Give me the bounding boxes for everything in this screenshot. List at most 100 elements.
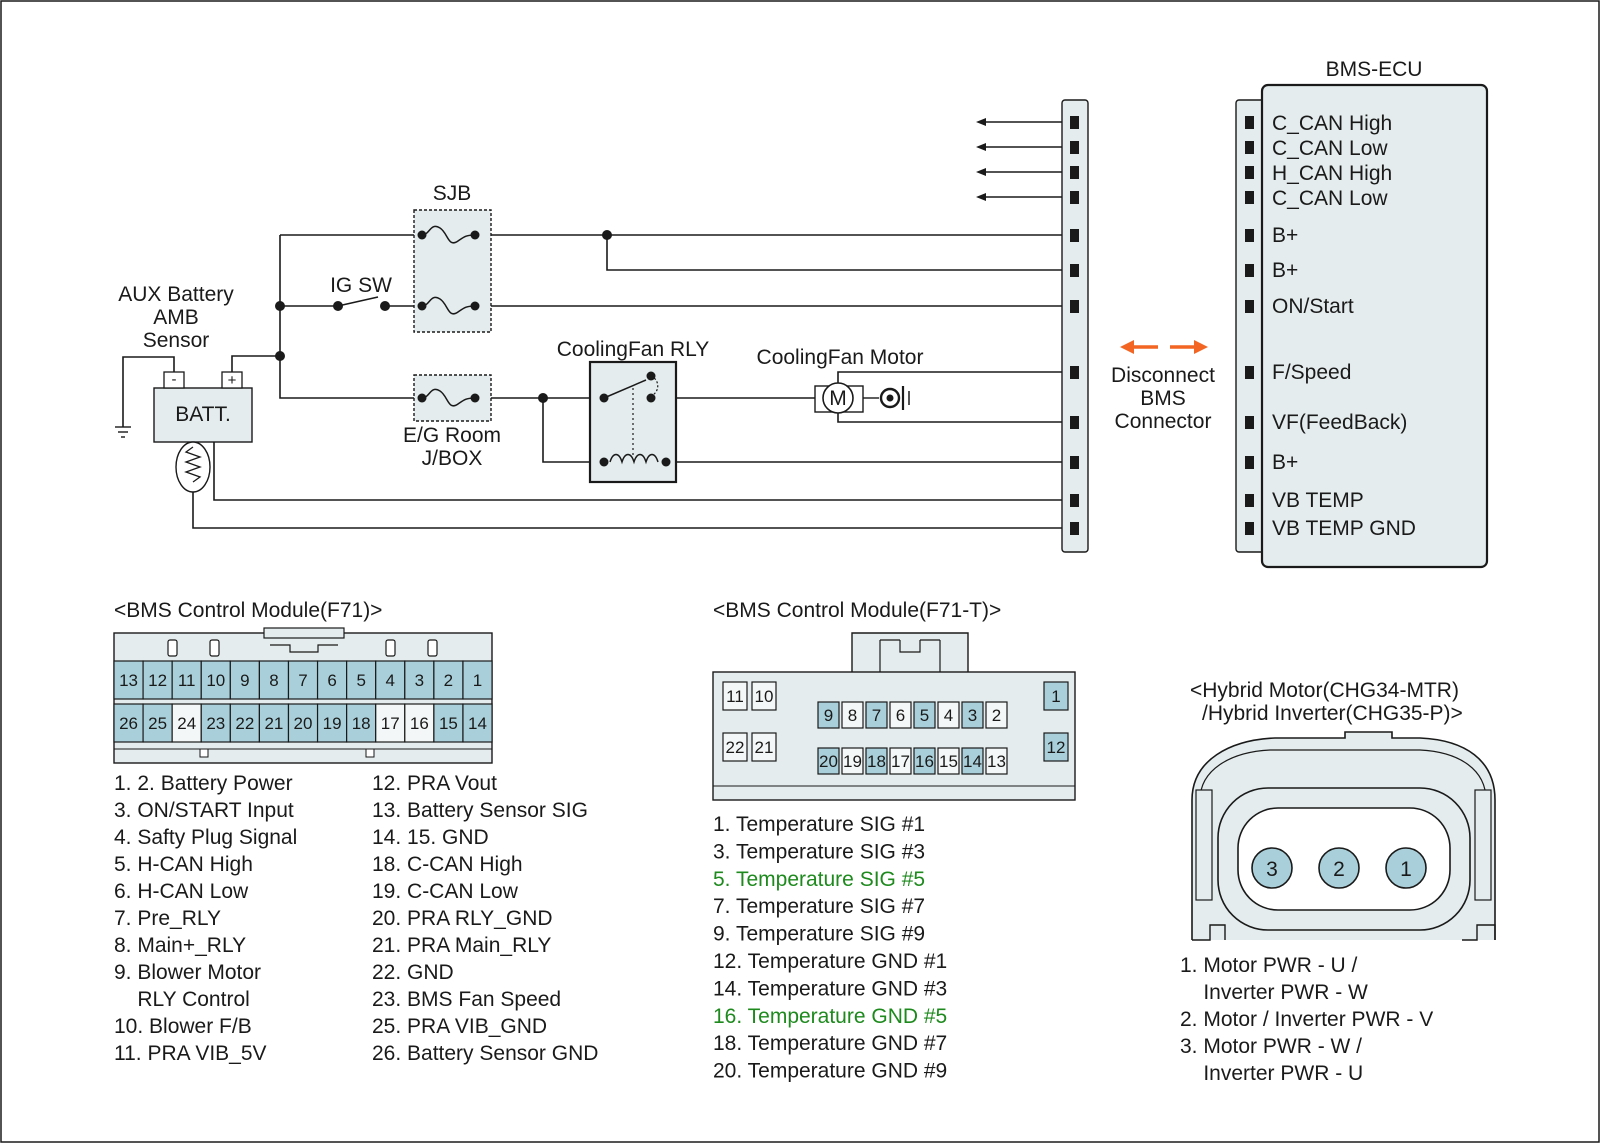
f71-legend-item: 13. Battery Sensor SIG <box>372 799 588 822</box>
f71-pin-label: 9 <box>240 671 249 690</box>
f71t-pin-label: 21 <box>755 738 774 757</box>
f71-pin-label: 23 <box>206 714 225 733</box>
f71-pin: 21 <box>258 703 290 743</box>
hybrid-pin-label: 2 <box>1333 858 1345 881</box>
f71-pin-label: 7 <box>298 671 307 690</box>
f71-pin: 5 <box>346 660 377 700</box>
f71-pin-label: 26 <box>119 714 138 733</box>
f71t-pin: 19 <box>841 747 864 775</box>
can-output-arrows <box>976 118 1075 201</box>
f71-legend-item: 12. PRA Vout <box>372 772 497 795</box>
f71-pin-label: 13 <box>119 671 138 690</box>
wiring-schematic: - + BATT. AUX Battery AMB Sensor <box>115 58 1489 569</box>
f71t-pin-label: 13 <box>987 752 1006 771</box>
f71t-pin: 9 <box>817 701 840 729</box>
disconnect-label-2: BMS <box>1140 387 1186 410</box>
ecu-pin-label: VB TEMP <box>1272 489 1364 512</box>
ecu-pin-label: C_CAN High <box>1272 112 1392 135</box>
f71-legend-item: 21. PRA Main_RLY <box>372 934 551 957</box>
f71-legend-item: 18. C-CAN High <box>372 853 523 876</box>
f71-pin: 14 <box>462 703 493 743</box>
sjb-box <box>413 209 492 333</box>
f71t-pin-label: 11 <box>726 687 744 706</box>
ecu-pin-label: B+ <box>1272 451 1298 474</box>
f71-pin-label: 10 <box>206 671 225 690</box>
disconnect-label-3: Connector <box>1115 410 1212 433</box>
f71t-pin-label: 15 <box>939 752 958 771</box>
f71t-pin-label: 6 <box>896 706 905 725</box>
f71t-legend-item: 18. Temperature GND #7 <box>713 1032 947 1055</box>
f71-pin-label: 3 <box>415 671 424 690</box>
f71-pin: 4 <box>375 660 406 700</box>
f71t-legend-item: 1. Temperature SIG #1 <box>713 813 925 836</box>
fuse-icon <box>421 388 476 407</box>
f71t-pin: 16 <box>913 747 936 775</box>
hybrid-legend: 1. Motor PWR - U / Inverter PWR - W 2. M… <box>1180 954 1433 1085</box>
f71t-pin-label: 4 <box>944 706 953 725</box>
f71-legend-item: 20. PRA RLY_GND <box>372 907 553 930</box>
f71t-legend-item: 3. Temperature SIG #3 <box>713 840 925 863</box>
fan-icon <box>879 386 910 410</box>
hybrid-pin <box>1251 847 1293 889</box>
ground-icon <box>115 426 131 438</box>
f71t-pin: 3 <box>961 701 984 729</box>
f71t-legend-item: 5. Temperature SIG #5 <box>713 868 925 891</box>
battery-label: BATT. <box>175 403 231 426</box>
f71-pin-label: 5 <box>356 671 365 690</box>
f71t-legend: 1. Temperature SIG #1 3. Temperature SIG … <box>713 813 947 1083</box>
f71-pin: 20 <box>287 703 319 743</box>
f71t-pin: 13 <box>985 747 1008 775</box>
f71t-pin-label: 18 <box>867 752 886 771</box>
f71t-pin: 15 <box>937 747 960 775</box>
f71-legend-right: 12. PRA Vout 13. Battery Sensor SIG 14. … <box>372 772 598 1065</box>
hybrid-title-1: <Hybrid Motor(CHG34-MTR) <box>1190 679 1459 702</box>
f71-legend-item: 4. Safty Plug Signal <box>114 826 297 849</box>
f71-pin: 26 <box>113 703 144 743</box>
f71-pin: 13 <box>113 660 144 700</box>
aux-battery: - + BATT. <box>153 371 253 443</box>
f71-pin-label: 17 <box>381 714 400 733</box>
coolingfan-motor-label: CoolingFan Motor <box>757 346 924 369</box>
f71-pin: 18 <box>346 703 377 743</box>
coolingfan-rly-label: CoolingFan RLY <box>557 338 710 361</box>
f71-legend-item: 5. H-CAN High <box>114 853 253 876</box>
f71t-pin-label: 19 <box>843 752 862 771</box>
fuse-icon <box>417 225 480 244</box>
ecu-pin-label: B+ <box>1272 259 1298 282</box>
f71t-pin-label: 2 <box>992 706 1001 725</box>
f71-legend-item: 25. PRA VIB_GND <box>372 1015 547 1038</box>
f71t-legend-item: 7. Temperature SIG #7 <box>713 895 925 918</box>
f71-legend-item: 9. Blower Motor <box>114 961 261 984</box>
f71-pin-label: 12 <box>148 671 167 690</box>
f71-legend-item: 22. GND <box>372 961 454 984</box>
ecu-pin-label: C_CAN Low <box>1272 137 1388 160</box>
f71-pin: 1 <box>462 660 493 700</box>
f71-legend-left: 1. 2. Battery Power 3. ON/START Input 4.… <box>114 772 297 1065</box>
f71-legend-item: 26. Battery Sensor GND <box>372 1042 598 1065</box>
f71-pin: 3 <box>404 660 435 700</box>
f71t-pin-label: 10 <box>755 687 774 706</box>
f71-pin-label: 14 <box>468 714 487 733</box>
hybrid-legend-item: Inverter PWR - W <box>1180 981 1368 1004</box>
f71-legend-item: 1. 2. Battery Power <box>114 772 293 795</box>
f71t-pin-label: 12 <box>1047 738 1066 757</box>
hybrid-title-2: /Hybrid Inverter(CHG35-P)> <box>1202 702 1463 725</box>
f71t-legend-item: 9. Temperature SIG #9 <box>713 923 925 946</box>
fuse-icon <box>417 296 480 315</box>
eg-room-label-1: E/G Room <box>403 424 501 447</box>
f71t-legend-item: 12. Temperature GND #1 <box>713 950 947 973</box>
f71-pin-label: 18 <box>352 714 371 733</box>
f71-pin: 7 <box>287 660 319 700</box>
f71-pin: 24 <box>171 703 202 743</box>
f71-pin: 2 <box>433 660 464 700</box>
motor-symbol: M <box>829 387 847 410</box>
f71-legend-item: 14. 15. GND <box>372 826 489 849</box>
f71-pin-label: 2 <box>444 671 453 690</box>
sjb-label: SJB <box>433 182 472 205</box>
f71-legend-item: 19. C-CAN Low <box>372 880 519 903</box>
f71-pin: 8 <box>258 660 290 700</box>
f71t-pin-label: 20 <box>819 752 838 771</box>
harness-connector <box>1061 99 1089 553</box>
hybrid-pin <box>1385 847 1427 889</box>
